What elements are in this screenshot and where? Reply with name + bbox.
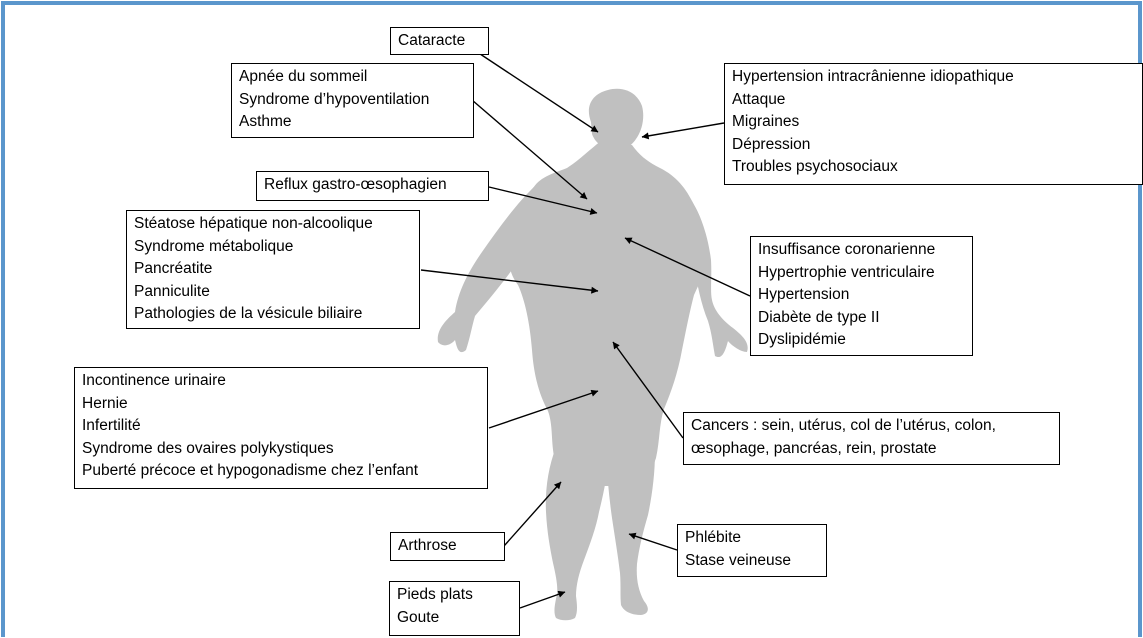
label-line: Cancers : sein, utérus, col de l’utérus,…	[691, 417, 996, 434]
label-line: Asthme	[239, 113, 292, 130]
label-line: Dépression	[732, 135, 811, 153]
label-line: Stéatose hépatique non-alcoolique	[134, 215, 373, 232]
label-arthrose: Arthrose	[390, 532, 505, 561]
label-line: Migraines	[732, 113, 800, 130]
label-line: Syndrome d’hypoventilation	[239, 90, 430, 108]
silhouette-left-arm	[437, 185, 543, 353]
silhouette-left-leg	[545, 447, 609, 621]
silhouette-right-arm	[679, 195, 748, 358]
arrow-reflux	[488, 186, 598, 215]
label-cancers: Cancers : sein, utérus, col de l’utérus,…	[683, 412, 1060, 465]
label-line: Reflux gastro-œsophagien	[264, 176, 447, 193]
label-reflux: Reflux gastro-œsophagien	[256, 171, 489, 201]
label-cardiovascular: Insuffisance coronarienne Hypertrophie v…	[750, 236, 973, 356]
label-line: Hypertension intracrânienne idiopathique	[732, 68, 1014, 85]
arrow-arthrose	[503, 481, 562, 547]
label-cataracte: Cataracte	[390, 27, 489, 55]
label-venous: Phlébite Stase veineuse	[677, 524, 827, 577]
label-line: Apnée du sommeil	[239, 68, 368, 85]
label-digestive: Stéatose hépatique non-alcoolique Syndro…	[126, 210, 420, 329]
obese-human-silhouette	[437, 88, 748, 621]
label-line: Attaque	[732, 90, 786, 108]
silhouette-head	[588, 88, 644, 150]
arrow-cancers	[612, 341, 684, 439]
label-line: Insuffisance coronarienne	[758, 241, 936, 258]
label-line: Cataracte	[398, 32, 466, 49]
label-line: Infertilité	[82, 417, 141, 434]
label-line: Arthrose	[398, 537, 457, 554]
label-line: Pieds plats	[397, 586, 473, 603]
label-line: Hypertrophie ventriculaire	[758, 263, 935, 281]
arrow-pieds	[519, 590, 566, 609]
label-line: Syndrome métabolique	[134, 237, 294, 255]
label-line: Hernie	[82, 394, 128, 412]
label-line: Puberté précoce et hypogonadisme chez l’…	[82, 462, 419, 479]
arrow-cataracte	[461, 41, 599, 133]
label-line: Phlébite	[685, 529, 742, 546]
label-line: Pancréatite	[134, 260, 213, 277]
label-respiratory: Apnée du sommeil Syndrome d’hypoventilat…	[231, 63, 474, 138]
label-line: Diabète de type II	[758, 308, 880, 326]
label-line: Dyslipidémie	[758, 331, 846, 348]
arrow-phlebite	[628, 532, 678, 551]
arrow-apnee	[471, 99, 588, 200]
silhouette-torso	[508, 140, 707, 486]
label-line: Incontinence urinaire	[82, 372, 226, 389]
arrow-coronarien	[624, 237, 751, 297]
label-line: Pathologies de la vésicule biliaire	[134, 305, 363, 322]
arrow-steatose	[420, 269, 599, 294]
pointer-arrows	[420, 41, 751, 609]
label-line: Syndrome des ovaires polykystiques	[82, 439, 334, 457]
label-feet: Pieds plats Goute	[389, 581, 520, 636]
arrow-hit	[641, 122, 725, 140]
label-line: œsophage, pancréas, rein, prostate	[691, 439, 937, 457]
label-urogenital: Incontinence urinaire Hernie Infertilité…	[74, 367, 488, 489]
label-line: Stase veineuse	[685, 551, 791, 569]
label-line: Troubles psychosociaux	[732, 158, 898, 175]
label-line: Goute	[397, 608, 440, 626]
arrow-incontinence	[488, 389, 599, 429]
label-line: Hypertension	[758, 286, 850, 303]
silhouette-right-leg	[606, 452, 655, 615]
label-neuro-psych: Hypertension intracrânienne idiopathique…	[724, 63, 1143, 185]
label-line: Panniculite	[134, 282, 210, 300]
